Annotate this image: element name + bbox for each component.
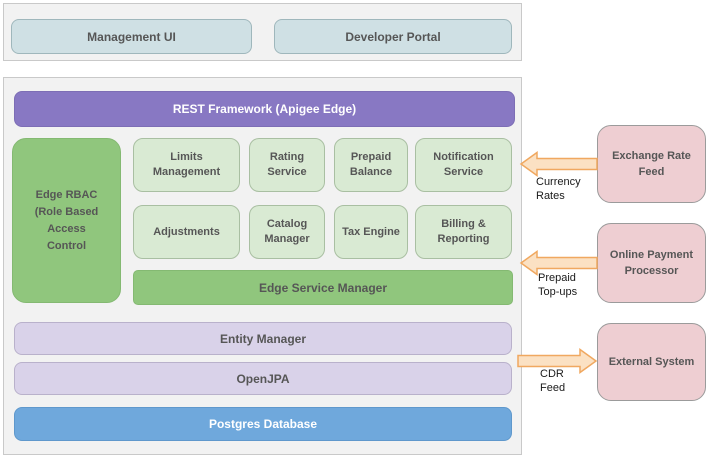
node-label: Entity Manager: [219, 331, 306, 346]
platform-layer-container: REST Framework (Apigee Edge) Edge RBAC (…: [3, 77, 522, 455]
flow-label-prepaid-topups: Prepaid Top-ups: [538, 272, 578, 298]
node-label: Catalog Manager: [264, 218, 310, 245]
node-prepaid-balance: Prepaid Balance: [334, 138, 408, 192]
node-label: Management UI: [87, 29, 176, 44]
arrow-currency-rates-left-icon: [519, 151, 598, 177]
flow-label-currency-rates: Currency Rates: [536, 176, 581, 202]
node-rating-service: Rating Service: [249, 138, 325, 192]
rbac-line: (Role Based: [34, 205, 99, 218]
node-adjustments: Adjustments: [133, 205, 240, 259]
node-openjpa: OpenJPA: [14, 362, 512, 395]
node-external-system: External System: [597, 323, 706, 401]
node-management-ui: Management UI: [11, 19, 252, 54]
node-label: Edge RBAC (Role Based Access Control: [35, 187, 99, 255]
rbac-line: Control: [46, 239, 87, 252]
node-label: Limits Management: [152, 151, 221, 178]
node-limits-management: Limits Management: [133, 138, 240, 192]
node-label: Edge Service Manager: [258, 280, 388, 295]
node-tax-engine: Tax Engine: [334, 205, 408, 259]
node-online-payment-processor: Online Payment Processor: [597, 223, 706, 303]
node-label: Billing & Reporting: [437, 218, 490, 245]
node-label: External System: [608, 356, 695, 368]
node-postgres-database: Postgres Database: [14, 407, 512, 441]
node-label: Tax Engine: [342, 225, 400, 238]
node-label: Prepaid Balance: [349, 151, 393, 178]
node-label: Postgres Database: [208, 417, 318, 431]
node-label: Online Payment Processor: [609, 249, 694, 277]
node-label: Adjustments: [153, 225, 220, 238]
node-rest-framework: REST Framework (Apigee Edge): [14, 91, 515, 127]
node-billing-reporting: Billing & Reporting: [415, 205, 512, 259]
node-notification-service: Notification Service: [415, 138, 512, 192]
node-exchange-rate-feed: Exchange Rate Feed: [597, 125, 706, 203]
node-label: Exchange Rate Feed: [612, 150, 691, 178]
client-layer-container: Management UI Developer Portal: [3, 3, 522, 61]
arrow-cdr-feed-right-icon: [517, 348, 598, 374]
node-label: Rating Service: [267, 151, 307, 178]
node-label: REST Framework (Apigee Edge): [172, 102, 357, 116]
rbac-line: Access: [47, 222, 86, 235]
rbac-line: Edge RBAC: [35, 188, 98, 201]
node-label: Developer Portal: [345, 29, 441, 44]
node-entity-manager: Entity Manager: [14, 322, 512, 355]
node-label: OpenJPA: [236, 371, 290, 386]
node-edge-service-manager: Edge Service Manager: [133, 270, 513, 305]
node-catalog-manager: Catalog Manager: [249, 205, 325, 259]
node-developer-portal: Developer Portal: [274, 19, 512, 54]
arrow-prepaid-topups-left-icon: [519, 250, 598, 276]
flow-label-cdr-feed: CDR Feed: [540, 368, 566, 394]
node-edge-rbac: Edge RBAC (Role Based Access Control: [12, 138, 121, 303]
node-label: Notification Service: [433, 151, 494, 178]
